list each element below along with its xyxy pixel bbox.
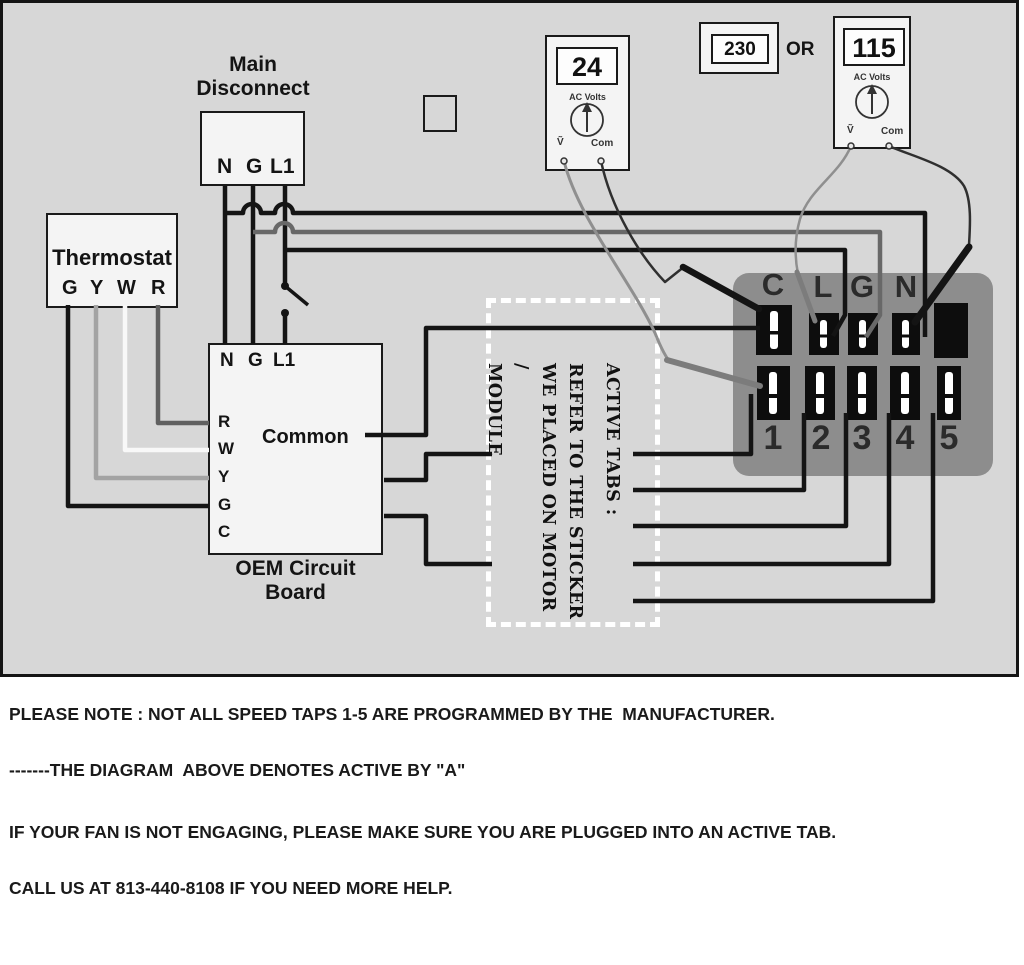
meter24-com-lead bbox=[599, 160, 686, 284]
block-label-g: G bbox=[849, 269, 875, 304]
oem-terminal-l1: L1 bbox=[273, 350, 296, 371]
block-label-n: N bbox=[894, 269, 918, 304]
thermostat-box: Thermostat G Y W R bbox=[46, 213, 178, 308]
block-terminal-blank bbox=[934, 303, 968, 358]
meter115-volts-lead bbox=[794, 145, 853, 275]
block-terminal-c bbox=[756, 305, 792, 355]
main-disconnect-terminal-g: G bbox=[246, 155, 263, 178]
block-terminal-l bbox=[809, 313, 839, 355]
oem-board-label: OEM Circuit Board bbox=[235, 557, 356, 604]
wiring-diagram-canvas: Main Disconnect N G L1 Thermostat G Y W … bbox=[0, 0, 1019, 677]
meter-115-scale-label: AC Volts bbox=[853, 72, 891, 82]
switch-blade bbox=[283, 284, 310, 307]
note-active-denoted: -------THE DIAGRAM ABOVE DENOTES ACTIVE … bbox=[9, 760, 466, 780]
tap-number-4: 4 bbox=[895, 419, 915, 457]
reading-230-box: 230 bbox=[699, 22, 779, 74]
active-tabs-note-line1: ACTIVE TABS : bbox=[602, 363, 622, 516]
note-fan-not-engaging: IF YOUR FAN IS NOT ENGAGING, PLEASE MAKE… bbox=[9, 822, 837, 842]
meter-24: 24 AC Volts Ṽ Com bbox=[545, 35, 630, 171]
oem-common-label: Common bbox=[262, 426, 349, 448]
small-square-marker bbox=[423, 95, 457, 132]
oem-board-box: N G L1 R W Y G C Common bbox=[208, 343, 383, 555]
main-disconnect-label: Main Disconnect bbox=[196, 53, 310, 100]
oem-terminal-r: R bbox=[218, 412, 231, 431]
speed-tap-1 bbox=[757, 366, 790, 420]
tap-number-2: 2 bbox=[811, 419, 831, 457]
thermostat-wire-r bbox=[155, 305, 209, 426]
active-tabs-note-line3: WE PLACED ON MOTOR / bbox=[511, 363, 558, 612]
notes-section: PLEASE NOTE : NOT ALL SPEED TAPS 1-5 ARE… bbox=[0, 677, 1024, 965]
block-terminal-g bbox=[848, 313, 878, 355]
active-tabs-note-line4: MODULE bbox=[484, 363, 504, 457]
tap-number-3: 3 bbox=[852, 419, 872, 457]
block-terminal-n bbox=[892, 313, 920, 355]
main-disconnect-terminal-n: N bbox=[217, 155, 233, 178]
meter-24-scale-label: AC Volts bbox=[569, 92, 606, 102]
block-label-c: C bbox=[761, 267, 785, 302]
oem-terminal-g2: G bbox=[218, 495, 232, 514]
speed-tap-3 bbox=[847, 366, 877, 420]
thermostat-terminal-y: Y bbox=[90, 277, 104, 299]
tap-number-1: 1 bbox=[763, 419, 783, 457]
oem-terminal-y: Y bbox=[218, 467, 230, 486]
wire-oem-out1-left bbox=[384, 451, 492, 483]
thermostat-label: Thermostat bbox=[52, 245, 172, 270]
thermostat-terminal-w: W bbox=[117, 277, 136, 299]
wire-oem-out2-left bbox=[384, 513, 492, 567]
note-speed-taps: PLEASE NOTE : NOT ALL SPEED TAPS 1-5 ARE… bbox=[9, 704, 775, 724]
switch-dot-bottom bbox=[281, 309, 289, 317]
thermostat-terminal-r: R bbox=[151, 277, 166, 299]
meter115-com-lead bbox=[888, 144, 972, 246]
meter-24-volts-jack-label: Ṽ bbox=[557, 137, 564, 148]
active-tabs-note-line2: REFER TO THE STICKER bbox=[565, 363, 585, 620]
thermostat-wire-y bbox=[93, 305, 209, 481]
thermostat-wire-g bbox=[65, 305, 209, 509]
speed-tap-4 bbox=[890, 366, 920, 420]
oem-terminal-n: N bbox=[220, 350, 234, 371]
tap-number-5: 5 bbox=[939, 419, 959, 457]
thermostat-terminal-g: G bbox=[62, 277, 78, 299]
oem-terminal-w: W bbox=[218, 439, 235, 458]
main-disconnect-terminal-l1: L1 bbox=[270, 155, 295, 178]
note-call-us: CALL US AT 813-440-8108 IF YOU NEED MORE… bbox=[9, 878, 453, 898]
meter-24-com-jack-label: Com bbox=[591, 138, 614, 149]
meter-115: 115 AC Volts Ṽ Com bbox=[833, 16, 911, 149]
reading-230-display: 230 bbox=[711, 34, 769, 64]
or-label: OR bbox=[786, 39, 815, 60]
active-tabs-note: ACTIVE TABS : REFER TO THE STICKER WE PL… bbox=[480, 363, 625, 623]
meter-24-display: 24 bbox=[556, 47, 618, 85]
block-label-l: L bbox=[813, 269, 833, 304]
meter-115-com-jack-label: Com bbox=[881, 126, 904, 137]
thermostat-wire-w bbox=[122, 305, 209, 453]
meter-115-display: 115 bbox=[843, 28, 905, 66]
meter-115-volts-jack-label: Ṽ bbox=[847, 125, 854, 136]
oem-terminal-g: G bbox=[248, 350, 263, 371]
speed-tap-2 bbox=[805, 366, 835, 420]
switch-dot-top bbox=[281, 282, 289, 290]
oem-terminal-c: C bbox=[218, 522, 231, 541]
main-disconnect-box: N G L1 bbox=[200, 111, 305, 186]
speed-tap-5 bbox=[937, 366, 961, 420]
